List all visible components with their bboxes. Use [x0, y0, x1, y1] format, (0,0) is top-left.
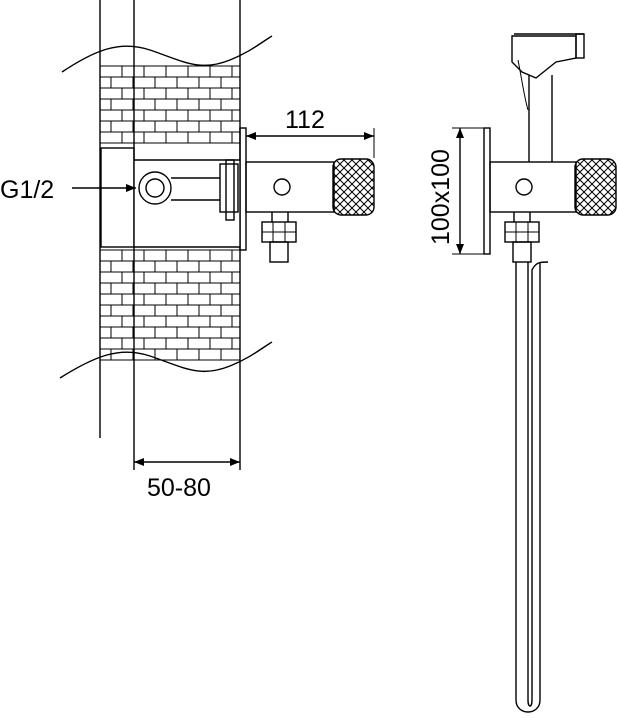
break-line-bottom: [59, 341, 273, 379]
flange-front: [483, 127, 491, 255]
shower-hose: [515, 262, 541, 713]
break-line-top: [61, 35, 273, 73]
flange-size-label: 100x100: [427, 149, 455, 245]
valve-body-front: [489, 161, 577, 213]
valve-hole-front: [515, 178, 533, 196]
front-view: 100x100: [427, 33, 617, 713]
shower-button: [575, 33, 585, 59]
inlet-box: [100, 147, 135, 248]
knurled-handle-side: [332, 158, 375, 216]
valve-hole: [273, 178, 291, 196]
thread-label: G1/2: [0, 176, 54, 204]
projection-label: 112: [285, 106, 325, 134]
pipe-inner-circle: [145, 178, 165, 198]
brick-hatching-upper: [99, 65, 240, 144]
wall-section-view: G1/2 112 50-80: [0, 0, 375, 502]
knurled-handle-front: [574, 158, 617, 216]
brick-hatching-lower: [99, 249, 240, 361]
flange-side: [239, 127, 247, 251]
pipe-outer-circle: [138, 171, 172, 205]
hand-shower-head: [511, 35, 577, 79]
wall-depth-label: 50-80: [147, 474, 211, 502]
